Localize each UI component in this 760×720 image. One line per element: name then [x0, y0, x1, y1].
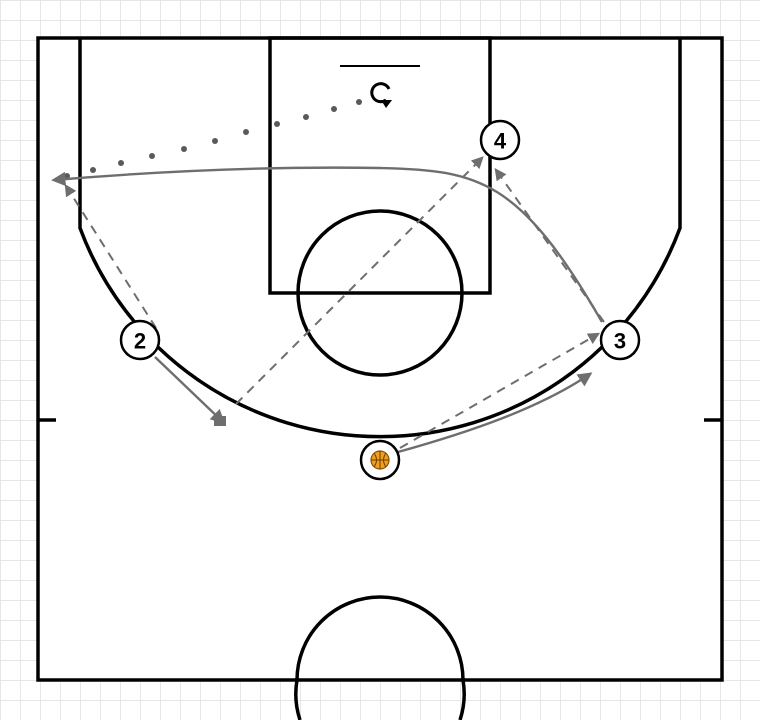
- pass-wing-to-4: [235, 156, 484, 405]
- center-circle-lower: [297, 680, 463, 720]
- basketball-icon: [370, 450, 390, 470]
- paint: [268, 36, 492, 295]
- player-2-label: 2: [134, 329, 146, 354]
- player-4-label: 4: [494, 129, 507, 154]
- dribble-arrow-1-to-wing: [397, 372, 593, 454]
- free-throw-circle: [296, 209, 464, 377]
- player-2[interactable]: 2: [119, 319, 161, 361]
- pass-2-to-corner: [64, 183, 157, 329]
- screen-marker: [214, 416, 226, 426]
- cut-arrow-2-to-wing: [154, 356, 226, 424]
- half-court: [36, 36, 724, 720]
- basket-icon: [370, 82, 392, 108]
- pass-1-to-3: [399, 332, 601, 449]
- player-4[interactable]: 4: [479, 119, 521, 161]
- center-circle-extension: [294, 679, 466, 720]
- ball-handler[interactable]: [359, 439, 401, 481]
- player-3-label: 3: [614, 329, 626, 354]
- player-3[interactable]: 3: [599, 319, 641, 361]
- center-circle: [295, 595, 465, 681]
- cut-arrow-3-to-corner: [51, 166, 604, 323]
